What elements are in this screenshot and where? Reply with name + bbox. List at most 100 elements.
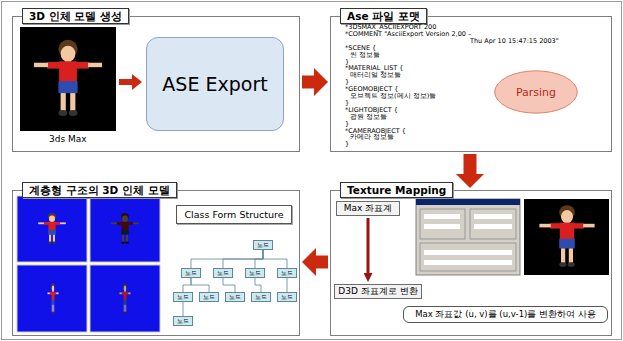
node-text: 노드 [249,270,261,276]
dialog-field [474,214,512,219]
dialog-group [470,209,516,239]
human-model [111,213,139,244]
file-format-line: } [345,79,349,86]
tree-node: 노드 [277,292,297,302]
node-text: ASE Export [162,73,267,95]
tree-node: 노드 [181,268,201,278]
node-text: 노드 [217,270,229,276]
node-text: D3D 좌표계로 변환 [338,285,417,298]
viewport [17,196,87,262]
tree-node: 노드 [253,240,273,250]
dialog-field [424,214,460,219]
dialog-field [424,224,460,229]
file-format-line: 광원 정보들 [350,114,387,121]
file-format-line: 카메라 정보들 [350,134,394,141]
parsing-ellipse: Parsing [493,69,579,115]
tree-link [255,250,263,268]
panel-heading: 계층형 구조의 3D 인체 모델 [22,182,177,198]
flow-arrow [367,218,370,273]
tree-node: 노드 [213,268,233,278]
file-format-line: Thu Apr 10 15:47:15 2003" [470,38,559,45]
node-text: 노드 [281,270,293,276]
file-format-line: *CAMERAOBJECT { [345,128,406,135]
export-box: ASE Export [146,37,284,131]
tree-node: 노드 [199,292,219,302]
node-text: Parsing [516,86,556,99]
panel-heading: Texture Mapping [340,182,453,198]
viewport [90,196,160,262]
process-box: D3D 좌표계로 변환 [334,284,422,299]
tree-link [183,302,184,316]
process-panel: 3D 인체 모델 생성ASE Export [12,16,300,152]
process-panel: Texture MappingMax 좌표계D3D 좌표계로 변환Max 좌표값… [330,190,612,336]
viewport [90,265,160,332]
title-box: Class Form Structure [176,205,292,224]
tree-link [223,250,263,268]
tree-link [191,278,209,292]
human-model [119,283,130,314]
tree-link [255,278,261,292]
tree-link [223,278,235,292]
tree-node: 노드 [173,316,193,326]
panel-heading: Ase 파일 포맷 [340,8,427,24]
node-text: Class Form Structure [184,209,283,220]
file-format-line: *3DSMAX_ASCIIEXPORT 200 [345,24,436,31]
render-view [524,199,609,275]
file-format-line: } [345,121,349,128]
process-box: Max 좌표계 [336,201,400,216]
file-format-line: } [345,100,349,107]
dialog-field [424,260,512,265]
tree-link [183,278,191,292]
node-text: 노드 [281,294,293,300]
file-format-line: 오브젝트 정보(메시 정보)들 [350,93,436,100]
dialog-group [420,209,465,239]
human-model [47,283,58,314]
file-format-line: 씬 정보들 [350,52,380,59]
file-format-line: 매터리얼 정보들 [350,72,401,79]
viewport [17,265,87,332]
tree-node: 노드 [173,292,193,302]
file-format-line: *MATERIAL_LIST { [345,65,403,72]
human-model [539,205,594,267]
node-text: 노드 [257,242,269,248]
file-format-line: } [345,59,349,66]
render-view [20,27,116,131]
human-model [38,213,66,244]
dialog-field [424,250,512,255]
ellipse-shape [495,71,578,113]
dialog-screenshot [416,199,520,275]
node-text: 노드 [177,318,189,324]
human-model [34,40,102,116]
file-format-line: } [345,141,349,148]
tree-node: 노드 [277,268,297,278]
node-text: 노드 [177,294,189,300]
tree-node: 노드 [225,292,245,302]
file-format-line: *SCENE { [345,45,376,52]
tree-link [263,250,287,268]
note-box: Max 좌표값 (u, v)를 (u,v-1)를 변환하여 사용 [403,306,608,323]
dialog-field [474,224,512,229]
tree-node: 노드 [251,292,271,302]
file-format-line: *COMMENT "AsciiExport Version 2,00 – [345,31,471,38]
node-text: Max 좌표계 [344,202,392,215]
flow-arrow [302,76,314,89]
node-text: 노드 [203,294,215,300]
flow-arrow [464,154,477,174]
flow-arrow [316,256,328,269]
tree-link [191,250,263,268]
dialog-titlebar [416,199,520,205]
node-text: 노드 [255,294,267,300]
export-arrow [119,74,142,90]
node-text: 노드 [185,270,197,276]
tree-node: 노드 [245,268,265,278]
node-text: 노드 [229,294,241,300]
image-caption: 3ds Max [49,134,87,145]
dialog-group [420,243,516,271]
tree-link [287,278,288,292]
process-panel: 계층형 구조의 3D 인체 모델Class Form Structure노드노드… [12,190,300,336]
node-text: Max 좌표값 (u, v)를 (u,v-1)를 변환하여 사용 [415,309,596,321]
file-format-line: *GEOMOBJECT { [345,86,398,93]
